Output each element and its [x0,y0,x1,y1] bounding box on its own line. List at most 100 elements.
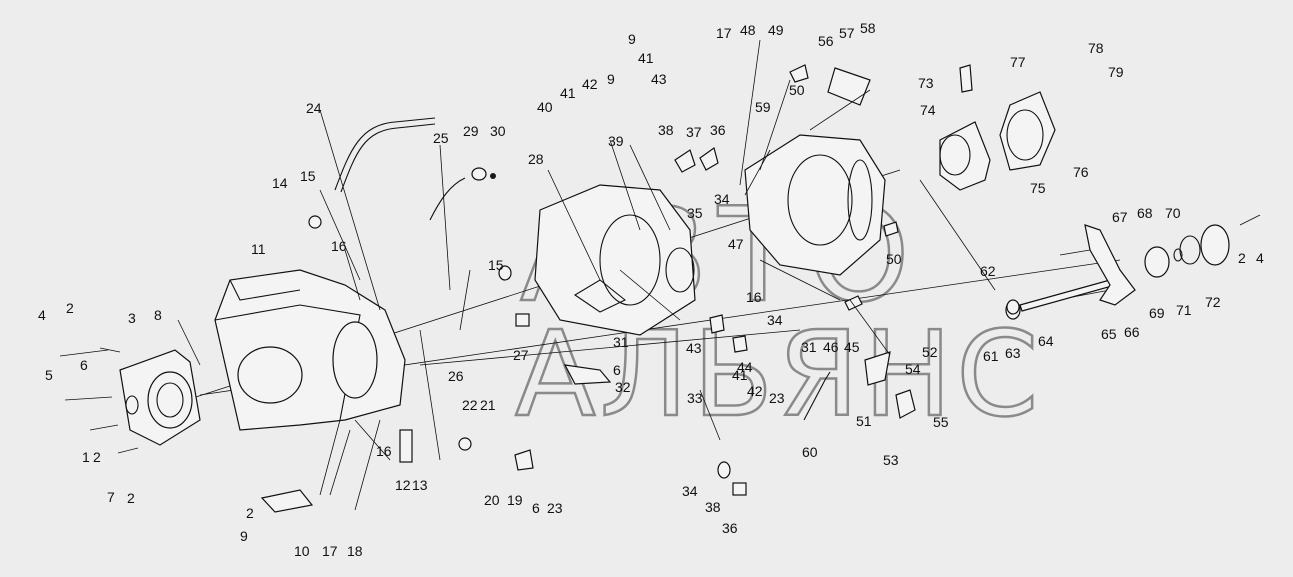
callout-label: 2 [246,505,254,521]
callout-label: 48 [740,22,756,38]
callout-label: 9 [607,71,615,87]
callout-label: 50 [789,82,805,98]
callout-label: 2 [127,490,135,506]
callout-label: 66 [1124,324,1140,340]
callout-label: 8 [154,307,162,323]
callout-label: 55 [933,414,949,430]
callout-label: 10 [294,543,310,559]
callout-label: 3 [128,310,136,326]
callout-label: 4 [38,307,46,323]
callout-label: 14 [272,175,288,191]
callout-label: 43 [651,71,667,87]
callout-label: 58 [860,20,876,36]
callout-label: 34 [714,191,730,207]
callout-label: 52 [922,344,938,360]
callout-label: 63 [1005,345,1021,361]
callout-label: 2 [66,300,74,316]
callout-label: 41 [638,50,654,66]
callout-label: 1 [82,449,90,465]
callout-label: 6 [532,500,540,516]
callout-label: 32 [615,379,631,395]
callout-label: 64 [1038,333,1054,349]
callout-label: 62 [980,263,996,279]
callout-label: 38 [705,499,721,515]
intermediate-housing-part [534,184,696,336]
shift-fork-part [1084,224,1136,306]
callout-label: 47 [728,236,744,252]
leader-lines [59,39,1261,511]
callout-label: 20 [484,492,500,508]
callout-label: 56 [818,33,834,49]
callout-label: 57 [839,25,855,41]
callout-label: 5 [45,367,53,383]
callout-label: 27 [513,347,529,363]
callout-label: 37 [686,124,702,140]
callout-label: 4 [1256,250,1264,266]
callout-label: 21 [480,397,496,413]
callout-label: 41 [732,367,748,383]
callout-label: 16 [376,443,392,459]
callout-label: 76 [1073,164,1089,180]
callout-label: 9 [628,31,636,47]
callout-label: 30 [490,123,506,139]
callout-label: 53 [883,452,899,468]
callout-label: 67 [1112,209,1128,225]
callout-label: 50 [886,251,902,267]
callout-label: 70 [1165,205,1181,221]
callout-label: 15 [300,168,316,184]
callout-label: 34 [682,483,698,499]
callout-label: 19 [507,492,523,508]
callout-label: 33 [687,390,703,406]
callout-label: 68 [1137,205,1153,221]
callout-label: 6 [613,362,621,378]
callout-label: 31 [613,334,629,350]
callout-label: 43 [686,340,702,356]
small-parts [260,64,1020,513]
callout-label: 75 [1030,180,1046,196]
callout-label: 13 [412,477,428,493]
callout-label: 9 [240,528,248,544]
callout-label: 29 [463,123,479,139]
callout-label: 77 [1010,54,1026,70]
callout-label: 69 [1149,305,1165,321]
callout-label: 28 [528,151,544,167]
callout-label: 12 [395,477,411,493]
callout-label: 2 [93,449,101,465]
callout-label: 2 [1238,250,1246,266]
callout-label: 79 [1108,64,1124,80]
callout-label: 11 [251,241,266,257]
callout-label: 40 [537,99,553,115]
callout-label: 51 [856,413,872,429]
callout-label: 23 [547,500,563,516]
callout-label: 41 [560,85,576,101]
callout-label: 6 [80,357,88,373]
callout-label: 44 [737,359,753,375]
callout-label: 45 [844,339,860,355]
callout-label: 60 [802,444,818,460]
callout-label: 22 [462,397,478,413]
bell-housing-part [939,91,1056,191]
callout-label: 59 [755,99,771,115]
callout-label: 54 [905,361,921,377]
callout-label: 74 [920,102,936,118]
callout-label: 26 [448,368,464,384]
callout-label: 38 [658,122,674,138]
callout-label: 17 [322,543,338,559]
callout-label: 36 [710,122,726,138]
callout-label: 17 [716,25,732,41]
callout-label: 35 [687,205,703,221]
callout-label: 16 [331,238,347,254]
callout-label: 72 [1205,294,1221,310]
ring-parts [1144,224,1230,278]
callout-label: 78 [1088,40,1104,56]
rear-housing-part [744,134,886,276]
callout-label: 46 [823,339,839,355]
callout-labels: 1 2 2 2 2 2 3 4 4 5 6 6 6 7 8 9 9 9 10 1… [38,20,1264,559]
callout-label: 49 [768,22,784,38]
callout-label: 23 [769,390,785,406]
callout-label: 65 [1101,326,1117,342]
callout-label: 61 [983,348,999,364]
main-housing-part [214,269,406,431]
